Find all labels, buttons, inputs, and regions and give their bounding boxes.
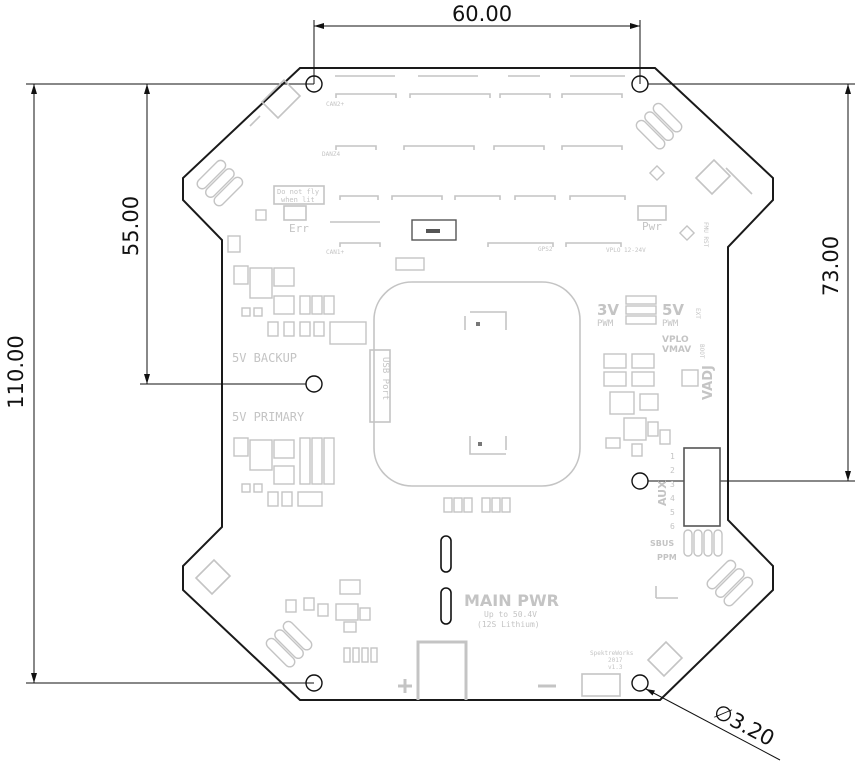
- backup-regulator-components: [227, 235, 367, 345]
- mounting-hole-mid-right: [631, 472, 649, 490]
- dimension-hole-leader: [645, 688, 781, 761]
- main-pwr-sub1: Up to 50.4V: [484, 610, 537, 619]
- usb-port-outline: [369, 349, 391, 423]
- ppm-label: PPM: [657, 553, 677, 562]
- dimension-top-label: 60.00: [452, 2, 512, 26]
- aux-label: AUX: [656, 480, 669, 506]
- ext-label: EXT: [694, 308, 701, 319]
- dimension-top: [313, 20, 641, 84]
- main-pwr-label: MAIN PWR: [464, 591, 559, 610]
- aux-pin-2: 2: [670, 466, 675, 475]
- pwm-label-a: PWM: [597, 319, 614, 329]
- bottom-left-components: [285, 579, 371, 633]
- primary-label: 5V PRIMARY: [232, 410, 305, 424]
- aux-pin-5: 5: [670, 508, 675, 517]
- board-outline: [182, 67, 774, 701]
- esc-pads-bottom-left: [265, 620, 313, 668]
- err-label: Err: [289, 222, 309, 235]
- primary-regulator-components: [233, 437, 335, 507]
- center-dot-bottom: [478, 442, 482, 446]
- bottom-right-chip: [581, 673, 621, 697]
- center-module: [373, 281, 581, 487]
- silk-vplo-in: VPLO 12-24V: [606, 247, 646, 254]
- pwm-3v-label: 3V: [597, 301, 619, 319]
- dimension-left-outer-label: 110.00: [4, 335, 28, 408]
- err-led: [283, 205, 307, 221]
- aux-pin-4: 4: [670, 494, 675, 503]
- vadj-label: VADJ: [701, 365, 716, 400]
- main-pwr-sub2: (12S Lithium): [477, 620, 540, 629]
- sbus-header: [683, 529, 723, 557]
- main-pwr-pads: [343, 647, 378, 663]
- backup-label: 5V BACKUP: [232, 351, 297, 365]
- silk-can2: CAN2+: [326, 101, 344, 108]
- pwm-5v-label: 5V: [662, 301, 684, 319]
- boot-label: BOOT: [698, 344, 705, 359]
- center-dot-top: [476, 322, 480, 326]
- mounting-hole-bottom-right: [631, 674, 649, 692]
- silk-danz: DANZ4: [322, 151, 340, 158]
- sbus-label: SBUS: [650, 539, 674, 548]
- center-mark-bottom: [469, 436, 507, 455]
- usb-port-label: USB Port: [380, 357, 390, 400]
- dimension-right: [648, 83, 855, 482]
- warning-line-2: when lit: [281, 196, 315, 204]
- vplo-label: VPLO: [662, 335, 689, 345]
- esc-pads-top-right: [635, 102, 683, 150]
- main-pwr-connector: [416, 640, 468, 700]
- esc-pads-top-left: [196, 159, 244, 207]
- dimension-left-inner: [140, 83, 306, 385]
- aux-pin-3: 3: [670, 480, 675, 489]
- slot-lower: [440, 587, 452, 625]
- maker-label: SpektreWorks: [590, 650, 634, 657]
- aux-pin-6: 6: [670, 522, 675, 531]
- misc-pads: [255, 164, 696, 271]
- year-label: 2017: [608, 657, 623, 664]
- center-mark-top: [464, 311, 507, 330]
- warning-box: [273, 185, 325, 205]
- dimension-left-inner-label: 55.00: [119, 196, 143, 256]
- center-bottom-pads: [443, 497, 511, 513]
- silk-can1: CAN1+: [326, 249, 344, 256]
- vmav-label: VMAV: [662, 345, 691, 355]
- mounting-hole-mid-left: [305, 375, 323, 393]
- aux-connector: [683, 447, 721, 527]
- corner-bracket-marks: [194, 78, 753, 678]
- pwm-label-b: PWM: [662, 319, 679, 329]
- dimension-right-label: 73.00: [819, 236, 843, 296]
- dimension-hole-label: ∅3.20: [710, 699, 779, 751]
- slot-upper: [440, 535, 452, 573]
- vadj-components: [603, 353, 699, 457]
- silk-fmu-rst: FMU RST: [702, 222, 709, 248]
- pwr-led: [637, 205, 667, 221]
- pwr-label: Pwr: [642, 220, 662, 233]
- warning-line-1: Do not fly: [277, 188, 319, 196]
- boot-button-slot: [426, 229, 440, 233]
- esc-pads-bottom-right: [706, 559, 754, 607]
- aux-pin-1: 1: [670, 452, 675, 461]
- version-label: v1.3: [608, 664, 623, 671]
- pwm-jumper: [625, 295, 657, 325]
- silk-gps: GPS2: [538, 246, 553, 253]
- top-connectors: [330, 75, 626, 247]
